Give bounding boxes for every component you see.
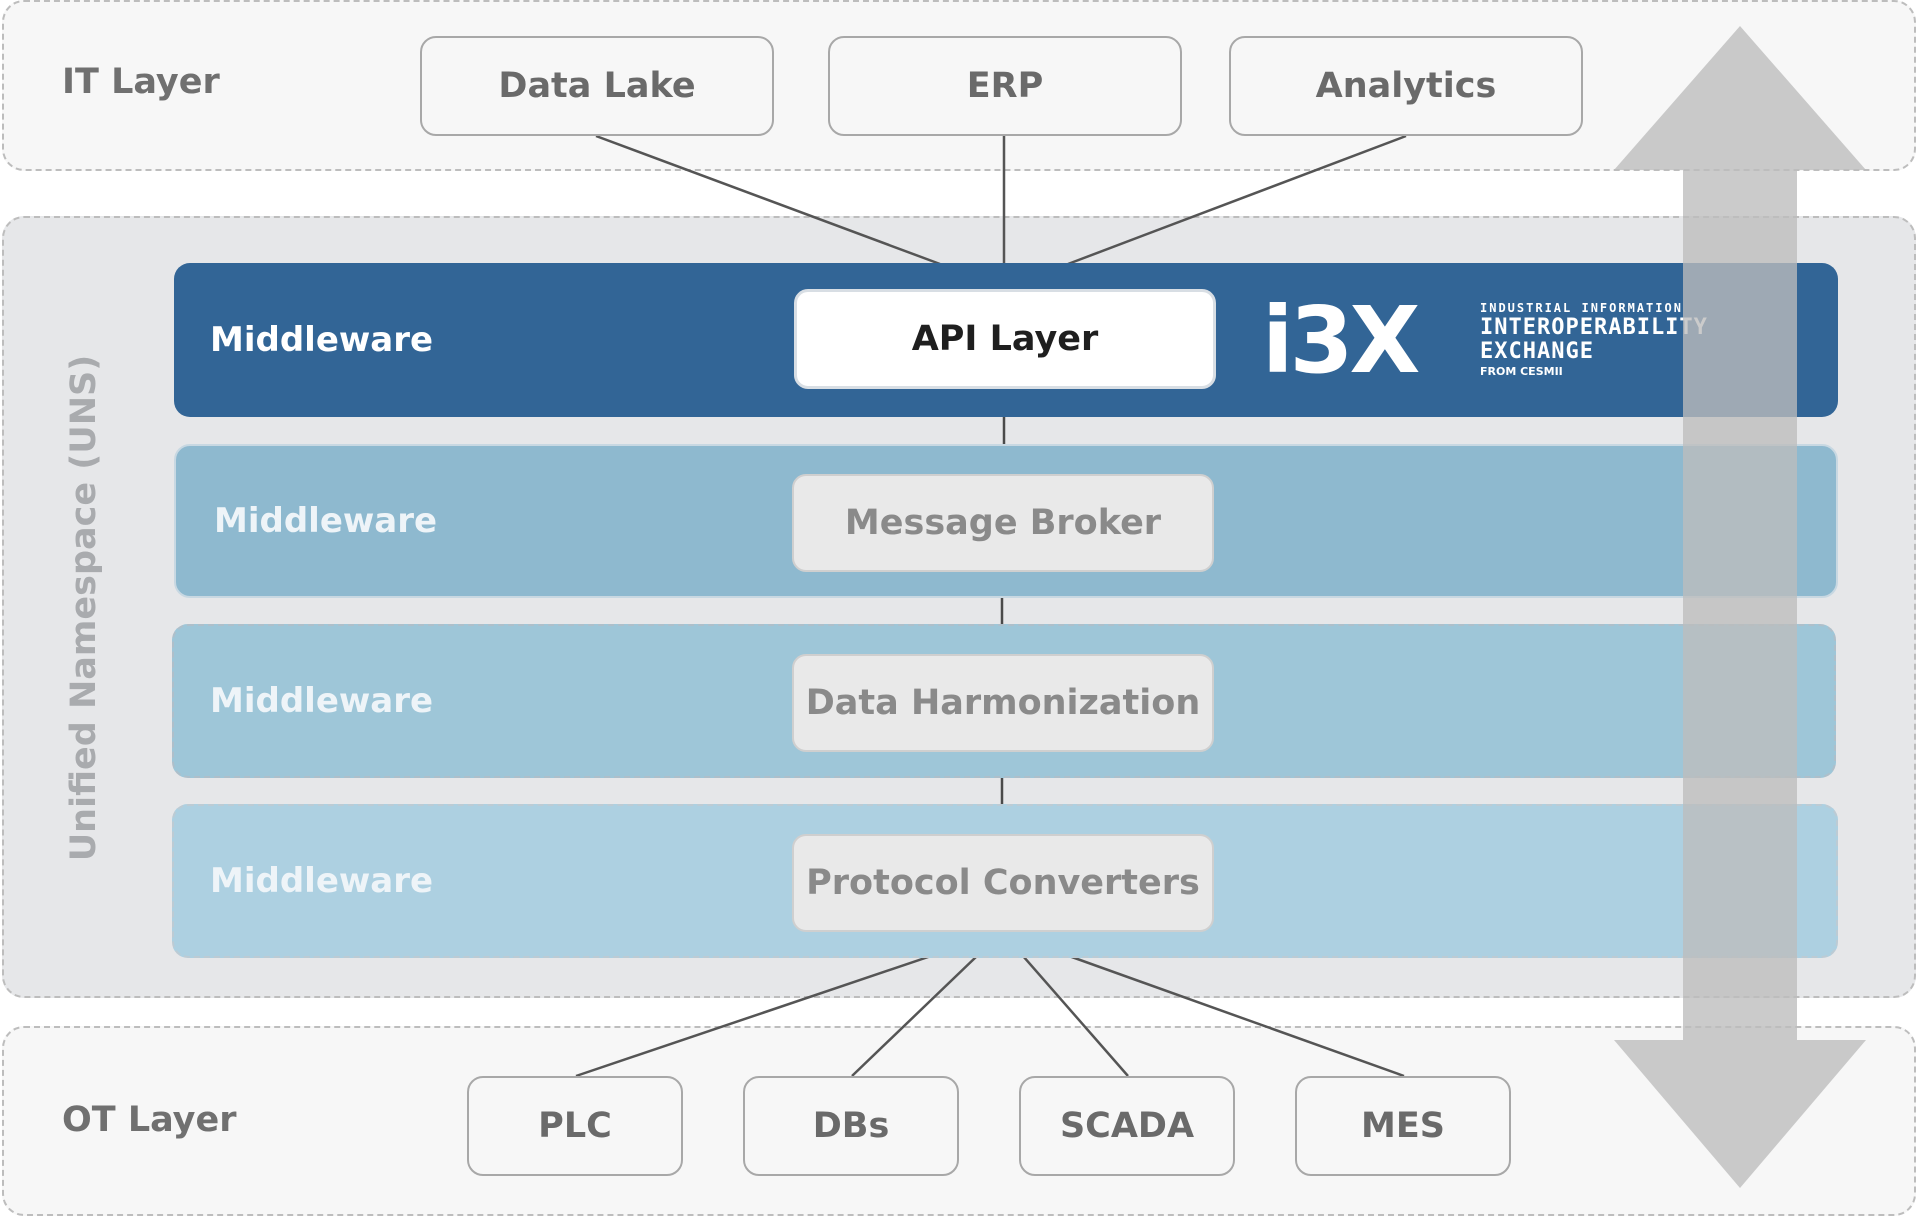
it-layer-label: IT Layer (62, 62, 220, 102)
middleware-band-broker: Middleware Message Broker (174, 444, 1838, 598)
scada-node: SCADA (1019, 1076, 1235, 1176)
api-layer-box: API Layer (794, 289, 1216, 389)
data-harmonization-box: Data Harmonization (792, 654, 1214, 752)
analytics-node: Analytics (1229, 36, 1583, 136)
middleware-band-api: Middleware API Layer (174, 263, 1838, 417)
middleware-label: Middleware (210, 320, 434, 360)
i3x-logo-text: INDUSTRIAL INFORMATION INTEROPERABILITY … (1480, 300, 1708, 380)
middleware-label: Middleware (210, 681, 434, 721)
ot-layer-label: OT Layer (62, 1100, 237, 1140)
middleware-label: Middleware (210, 861, 434, 901)
dbs-node: DBs (743, 1076, 959, 1176)
logo-line-from: FROM CESMII (1480, 365, 1563, 378)
middleware-band-harmonization: Middleware Data Harmonization (172, 624, 1836, 778)
data-lake-node: Data Lake (420, 36, 774, 136)
i3x-logo: i3X INDUSTRIAL INFORMATION INTEROPERABIL… (1262, 287, 1742, 394)
logo-line-interoperability: INTEROPERABILITY (1480, 315, 1708, 340)
uns-label: Unified Namespace (UNS) (64, 354, 104, 862)
erp-node: ERP (828, 36, 1182, 136)
middleware-label: Middleware (214, 501, 438, 541)
logo-line-exchange: EXCHANGE (1480, 339, 1594, 364)
protocol-converters-box: Protocol Converters (792, 834, 1214, 932)
logo-line-industrial: INDUSTRIAL INFORMATION (1480, 301, 1683, 315)
ot-layer-zone (2, 1026, 1916, 1216)
message-broker-box: Message Broker (792, 474, 1214, 572)
plc-node: PLC (467, 1076, 683, 1176)
mes-node: MES (1295, 1076, 1511, 1176)
i3x-logo-mark: i3X (1262, 287, 1420, 394)
middleware-band-converters: Middleware Protocol Converters (172, 804, 1838, 958)
